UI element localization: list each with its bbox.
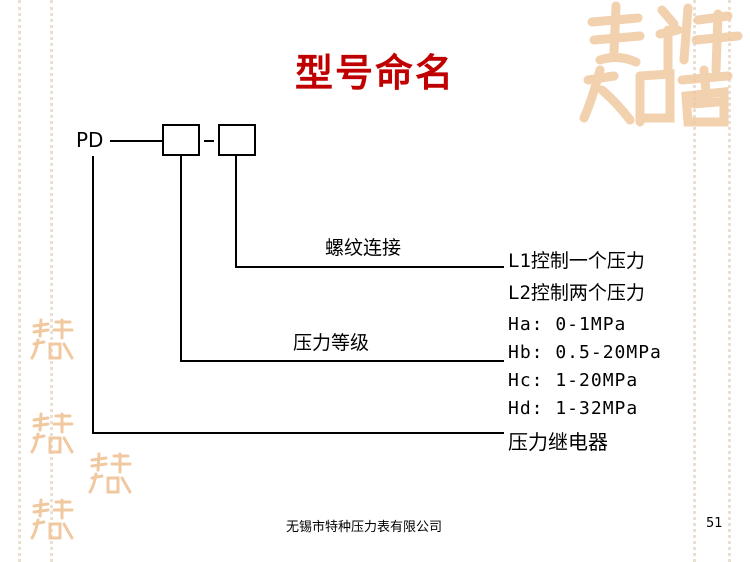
footer-company: 无锡市特种压力表有限公司: [286, 520, 443, 535]
pressure-grade-box: [162, 124, 200, 156]
thread-box: [218, 124, 256, 156]
background-dotted-line: [18, 0, 21, 562]
prefix-connector-line: [110, 140, 162, 142]
watermark-stamp-icon: [88, 452, 132, 494]
page-title: 型号命名: [294, 51, 455, 95]
page-number: 51: [706, 516, 723, 531]
thread-label: 螺纹连接: [325, 237, 402, 259]
pressure-grade-label: 压力等级: [293, 332, 370, 354]
background-dotted-line: [693, 0, 696, 562]
pressure-grade-leader-line: [180, 156, 182, 362]
pressure-grade-leader-horizontal: [180, 360, 504, 362]
thread-leader-horizontal: [235, 266, 504, 268]
watermark-stamp-icon: [30, 318, 74, 360]
spec-item: Hc: 1-20MPa: [508, 370, 639, 391]
thread-leader-line: [235, 156, 237, 268]
prefix-leader-line: [92, 156, 94, 434]
dash-line: [204, 140, 214, 142]
spec-item: L2控制两个压力: [508, 282, 645, 304]
spec-item: Hb: 0.5-20MPa: [508, 342, 662, 363]
background-dotted-line: [50, 0, 53, 562]
watermark-stamp-icon: [30, 498, 74, 540]
model-prefix: PD: [76, 128, 104, 152]
prefix-leader-horizontal: [92, 432, 504, 434]
spec-item: Ha: 0-1MPa: [508, 314, 627, 335]
spec-item: 压力继电器: [508, 430, 608, 454]
watermark-stamp-icon: [30, 412, 74, 454]
background-dotted-line: [728, 0, 731, 562]
watermark-seal-icon: [579, 1, 743, 127]
spec-item: L1控制一个压力: [508, 250, 645, 272]
spec-item: Hd: 1-32MPa: [508, 398, 639, 419]
